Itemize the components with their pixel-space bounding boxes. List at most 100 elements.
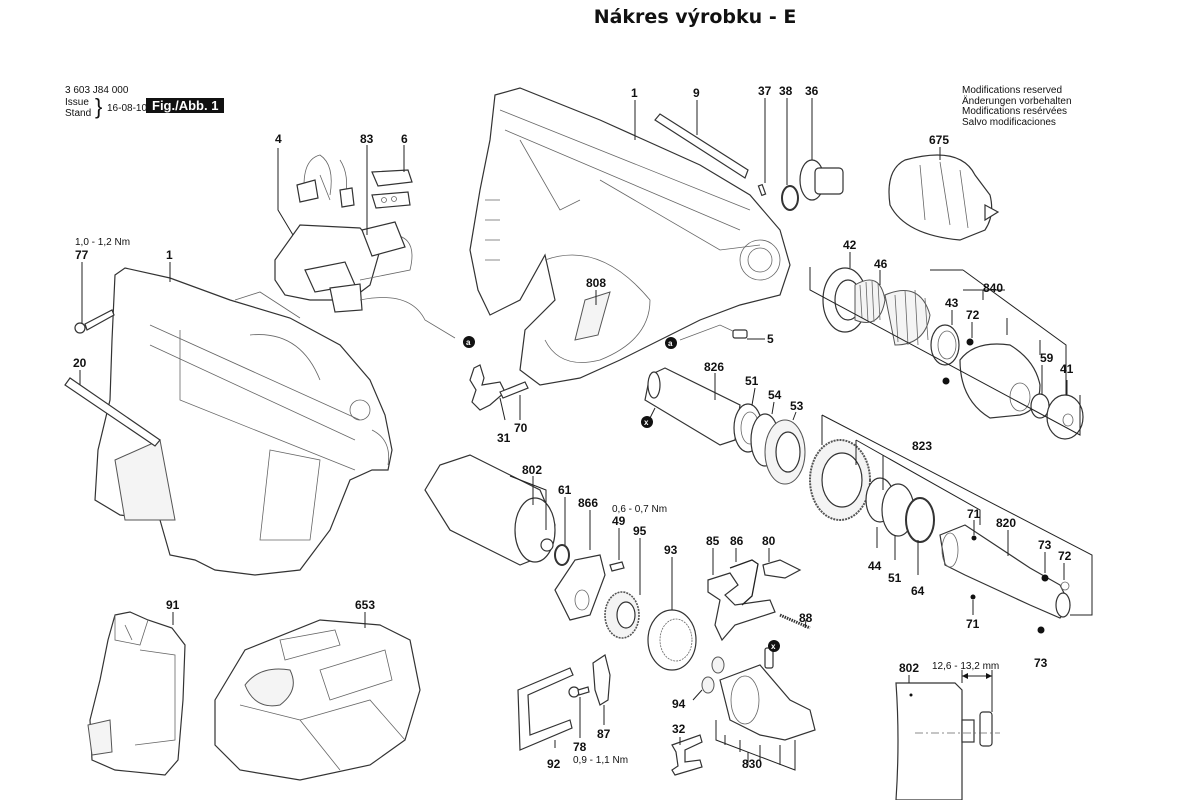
cap-41-part[interactable] — [1046, 394, 1084, 440]
spring-88-part[interactable] — [779, 613, 811, 630]
ring-59-part[interactable] — [1030, 393, 1050, 419]
ball-73-bottom-part[interactable] — [1037, 626, 1045, 634]
label-73-top: 73 — [1038, 538, 1052, 552]
label-72: 72 — [966, 308, 980, 322]
brace: } — [95, 94, 103, 119]
marker-a-2: a — [665, 337, 677, 349]
torque-78: 0,9 - 1,1 Nm — [573, 755, 628, 766]
slider-80-part[interactable] — [762, 559, 802, 579]
label-43: 43 — [945, 296, 959, 310]
label-88: 88 — [799, 611, 813, 625]
torque-77: 1,0 - 1,2 Nm — [75, 237, 130, 248]
label-53: 53 — [790, 399, 804, 413]
label-830: 830 — [742, 757, 762, 771]
motor-detail-drawing — [895, 670, 1000, 800]
clip-32-part[interactable] — [671, 734, 703, 776]
label-71-bottom: 71 — [966, 617, 980, 631]
marker-x-2: x — [768, 640, 780, 652]
label-675: 675 — [929, 133, 949, 147]
figure-label: Fig./Abb. 1 — [146, 98, 225, 113]
spring-46-part[interactable] — [854, 279, 931, 346]
ball-71-top-part[interactable] — [971, 535, 977, 541]
lever-31-part[interactable] — [469, 364, 506, 411]
svg-text:x: x — [771, 642, 776, 651]
keyless-chuck-part[interactable] — [888, 154, 1000, 241]
o-ring-38-part[interactable] — [781, 185, 799, 211]
ball-72-part[interactable] — [966, 338, 974, 346]
issue-label: Issue — [65, 97, 89, 108]
screw-78-part[interactable] — [568, 686, 590, 698]
label-87: 87 — [597, 727, 611, 741]
housing-right-part[interactable] — [469, 87, 791, 386]
label-51-bottom: 51 — [888, 571, 902, 585]
label-83: 83 — [360, 132, 374, 146]
switch-lever-part[interactable] — [707, 572, 776, 642]
spindle-820-part[interactable] — [939, 524, 1071, 619]
label-653: 653 — [355, 598, 375, 612]
label-32: 32 — [672, 722, 686, 736]
gearbox-assembly-part[interactable] — [719, 647, 816, 741]
charger-part[interactable] — [214, 619, 421, 781]
marker-a-1: a — [463, 336, 475, 348]
label-808-part[interactable] — [574, 291, 611, 341]
label-85: 85 — [706, 534, 720, 548]
label-31: 31 — [497, 431, 511, 445]
nameplate-strip-part[interactable] — [64, 377, 161, 447]
label-46: 46 — [874, 257, 888, 271]
label-823: 823 — [912, 439, 932, 453]
svg-text:x: x — [644, 418, 649, 427]
pin-37-part[interactable] — [757, 183, 767, 197]
gear-assembly-part[interactable] — [809, 439, 935, 543]
indicator-button-part[interactable] — [371, 169, 413, 209]
o-ring-61-part[interactable] — [554, 544, 570, 566]
issue-stand-labels: Issue Stand — [65, 97, 105, 119]
label-20: 20 — [73, 356, 87, 370]
ring-43-part[interactable] — [930, 324, 960, 366]
battery-pack-part[interactable] — [87, 611, 186, 776]
tube-826-part[interactable] — [644, 367, 741, 446]
page-title: Nákres výrobku - E — [593, 6, 797, 28]
label-820: 820 — [996, 516, 1016, 530]
leader-lines — [79, 98, 1093, 771]
label-61: 61 — [558, 483, 572, 497]
electronics-module-part[interactable] — [361, 221, 406, 257]
svg-text:a: a — [668, 339, 673, 348]
torque-49: 0,6 - 0,7 Nm — [612, 504, 667, 515]
led-part[interactable] — [679, 324, 748, 341]
label-808: 808 — [586, 276, 606, 290]
screw-49-part[interactable] — [609, 561, 625, 572]
gear-95-part[interactable] — [604, 591, 640, 639]
ball-73-top-part[interactable] — [1041, 574, 1049, 582]
housing-strip-part[interactable] — [654, 113, 749, 179]
label-94: 94 — [672, 697, 686, 711]
housing-left-part[interactable] — [94, 267, 393, 576]
pin-70-part[interactable] — [499, 381, 529, 399]
motor-part[interactable] — [424, 454, 556, 566]
planet-gear-part[interactable] — [701, 656, 725, 694]
label-72-spindle: 72 — [1058, 549, 1072, 563]
label-1-right: 1 — [631, 86, 638, 100]
motor-flange-part[interactable] — [554, 554, 606, 621]
plate-92-part[interactable] — [517, 667, 574, 751]
label-77: 77 — [75, 248, 89, 262]
modifications-en: Modifications reserved — [962, 85, 1063, 96]
label-80: 80 — [762, 534, 776, 548]
switch-assembly-part[interactable] — [274, 154, 456, 339]
label-1-left: 1 — [166, 248, 173, 262]
needle-bearing-part[interactable] — [764, 419, 806, 485]
label-64: 64 — [911, 584, 925, 598]
label-6: 6 — [401, 132, 408, 146]
label-78: 78 — [573, 740, 587, 754]
spindle-bearing-part[interactable] — [799, 159, 844, 201]
ring-gear-93-part[interactable] — [647, 609, 697, 671]
ball-72b-part[interactable] — [942, 377, 950, 385]
ball-71-bottom-part[interactable] — [970, 594, 976, 600]
issue-date: 16-08-10 — [107, 103, 148, 114]
label-49: 49 — [612, 514, 626, 528]
latch-87-part[interactable] — [592, 654, 611, 706]
spring-86-part[interactable] — [729, 559, 759, 606]
label-826: 826 — [704, 360, 724, 374]
ball-72-spindle-part[interactable] — [1060, 581, 1070, 591]
screw-77-part[interactable] — [74, 309, 115, 334]
